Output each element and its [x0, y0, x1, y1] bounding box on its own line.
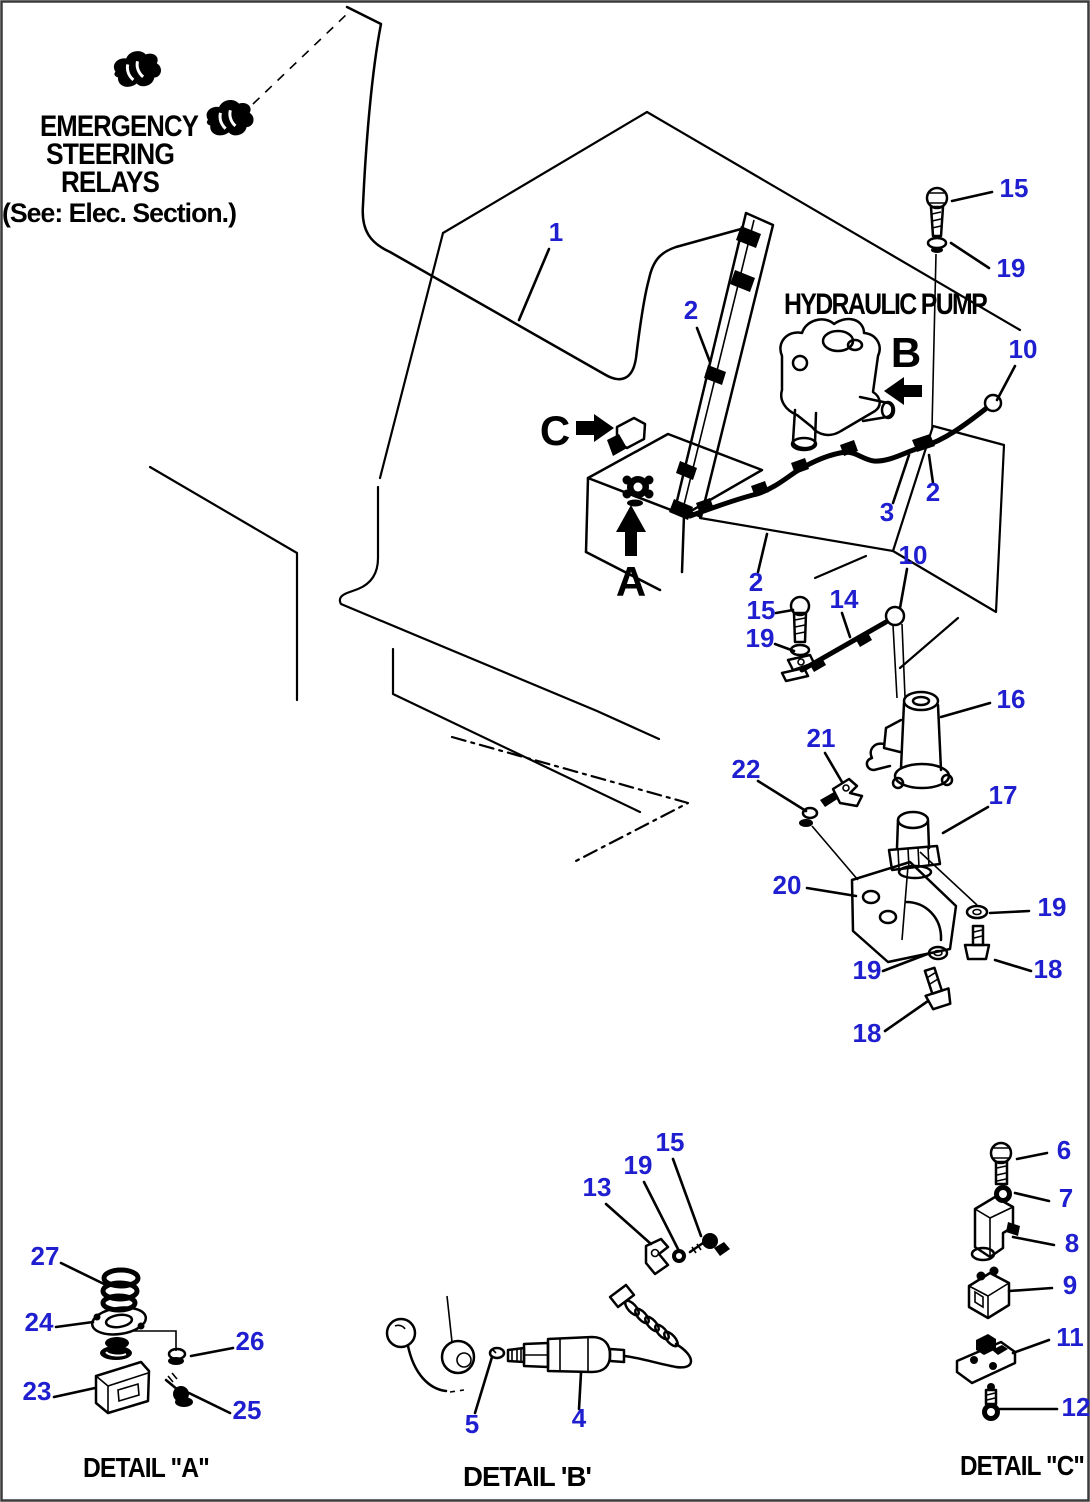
callout-part-10: 10: [1009, 334, 1038, 364]
part-16-motor-drawing: [865, 690, 954, 790]
detail-a-caption: DETAIL "A": [83, 1452, 209, 1483]
title-block: EMERGENCY STEERING RELAYS (See: Elec. Se…: [2, 110, 237, 228]
hydraulic-pump-drawing: [779, 317, 896, 452]
view-c-letter: C: [540, 407, 570, 454]
callout-part-19: 19: [746, 623, 775, 653]
callout-part-26: 26: [236, 1326, 265, 1356]
callout-part-10: 10: [899, 540, 928, 570]
callout-part-2: 2: [684, 295, 698, 325]
view-b-letter: B: [891, 329, 921, 376]
callout-part-4: 4: [572, 1403, 587, 1433]
callout-part-13: 13: [583, 1172, 612, 1202]
relay-icon: [110, 47, 165, 91]
callout-part-11: 11: [1056, 1322, 1084, 1352]
view-a-arrow-icon: [616, 505, 646, 556]
part-18-bolt-drawing: [923, 966, 952, 1011]
hydraulic-pump-label: HYDRAULIC PUMP: [784, 288, 987, 321]
part-21-clip-drawing: [820, 777, 864, 808]
view-b-arrow-icon: [884, 377, 922, 405]
title-line-2: STEERING: [46, 138, 174, 171]
relay-icon: [203, 96, 257, 139]
detail-a-parts: [90, 1267, 193, 1415]
callout-part-23: 23: [23, 1376, 52, 1406]
title-line-4: (See: Elec. Section.): [2, 198, 236, 228]
callout-part-16: 16: [997, 684, 1026, 714]
detail-c-parts: [955, 1141, 1020, 1421]
callout-part-18: 18: [853, 1018, 882, 1048]
machine-frame-lines: [148, 110, 1022, 865]
part-14-rod-drawing: [799, 605, 906, 699]
callout-part-24: 24: [25, 1307, 54, 1337]
callout-part-19: 19: [624, 1150, 653, 1180]
callout-part-3: 3: [880, 497, 894, 527]
title-line-1: EMERGENCY: [40, 110, 199, 143]
callout-part-15: 15: [1000, 173, 1029, 203]
callout-part-20: 20: [773, 870, 802, 900]
callout-part-7: 7: [1059, 1183, 1073, 1213]
part-1-tube-drawing: [345, 5, 743, 381]
callout-numbers: 1 2 15 19 10 3 2 10 2 15 19 14 16 21 22 …: [23, 173, 1090, 1439]
callout-part-9: 9: [1063, 1270, 1077, 1300]
callout-part-19: 19: [997, 253, 1026, 283]
callout-part-2: 2: [926, 477, 940, 507]
part-19-washer-drawing: [965, 904, 989, 920]
callout-part-21: 21: [807, 723, 836, 753]
part-15-bolt-drawing: [925, 186, 949, 429]
part-3-hose-drawing: [687, 393, 1003, 519]
callout-part-15: 15: [747, 595, 776, 625]
title-line-3: RELAYS: [61, 166, 159, 199]
callout-part-5: 5: [465, 1409, 479, 1439]
callout-part-19: 19: [1038, 892, 1067, 922]
callout-part-22: 22: [732, 754, 761, 784]
callout-part-15: 15: [656, 1127, 685, 1157]
part-18-bolt-drawing: [963, 924, 991, 961]
callout-part-6: 6: [1057, 1135, 1071, 1165]
view-c-arrow-icon: [576, 414, 614, 442]
callout-part-14: 14: [830, 584, 859, 614]
callout-part-19: 19: [853, 955, 882, 985]
callout-part-25: 25: [233, 1395, 262, 1425]
tank-drawing: [584, 416, 764, 592]
part-20-bracket-drawing: [850, 860, 958, 964]
callout-part-12: 12: [1062, 1392, 1090, 1422]
callout-part-17: 17: [989, 780, 1018, 810]
callout-part-18: 18: [1034, 954, 1063, 984]
callout-part-27: 27: [31, 1241, 60, 1271]
callout-part-2: 2: [749, 567, 763, 597]
detail-b-caption: DETAIL 'B': [463, 1461, 591, 1492]
leader-lines: [52, 190, 1059, 1415]
part-17-valve-drawing: [887, 810, 978, 906]
part-22-nut-drawing: [799, 806, 859, 881]
detail-b-parts: [385, 1233, 730, 1393]
relay-reference-dashed-line: [252, 13, 348, 105]
part-2-hose-drawing: [669, 211, 775, 520]
detail-c-caption: DETAIL "C": [960, 1450, 1084, 1481]
callout-part-8: 8: [1065, 1228, 1079, 1258]
callout-part-1: 1: [549, 217, 563, 247]
